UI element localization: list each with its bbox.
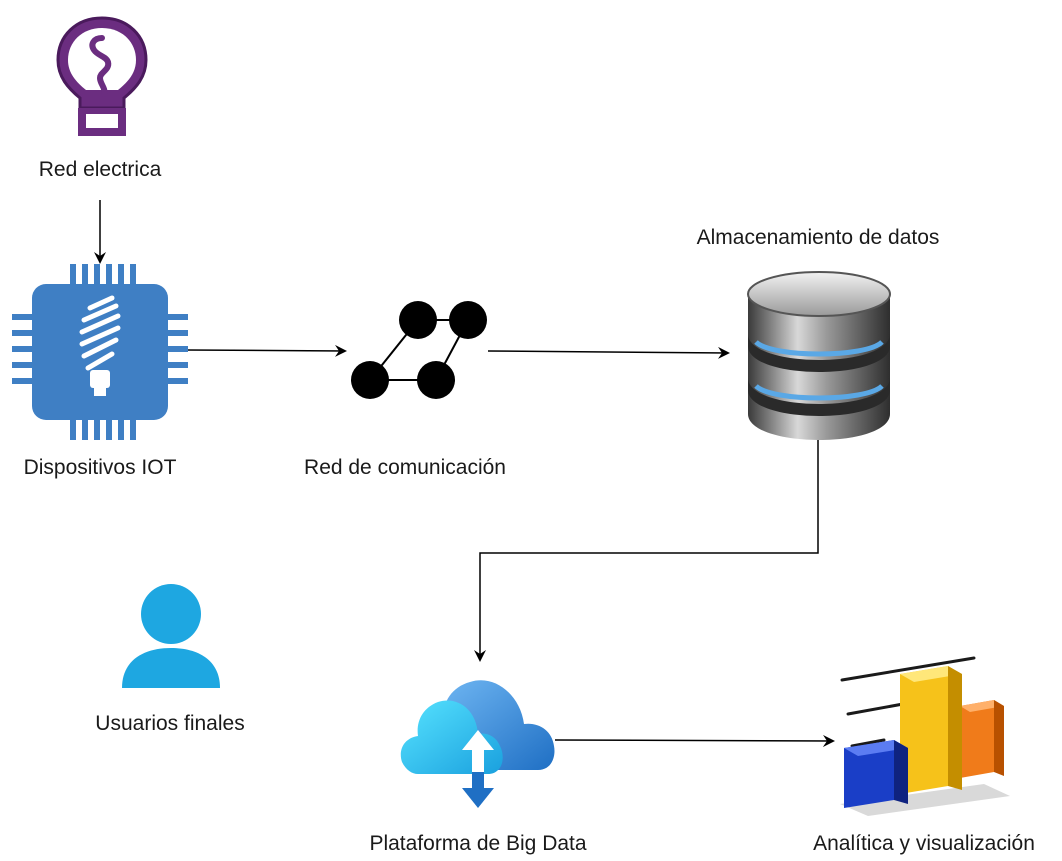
edge-iot-to-network[interactable] [185, 344, 347, 357]
bar-chart-icon[interactable] [834, 652, 1014, 820]
node-label-red-electrica: Red electrica [38, 158, 162, 181]
node-label-plataforma-big-data: Plataforma de Big Data [369, 832, 587, 855]
database-icon[interactable] [742, 268, 896, 442]
iot-chip-icon[interactable] [12, 264, 188, 440]
user-icon[interactable] [118, 580, 224, 690]
network-icon[interactable] [348, 298, 492, 402]
lightbulb-icon[interactable] [52, 10, 152, 140]
node-label-dispositivos-iot: Dispositivos IOT [23, 456, 177, 479]
edge-bigdata-to-analytics[interactable] [554, 734, 835, 747]
node-label-red-comunicacion: Red de comunicación [304, 456, 506, 479]
node-label-usuarios-finales: Usuarios finales [95, 712, 245, 735]
edge-database-to-bigdata[interactable] [474, 440, 819, 662]
node-label-almacenamiento: Almacenamiento de datos [696, 226, 940, 249]
edge-network-to-database[interactable] [487, 346, 730, 359]
cloud-upload-icon[interactable] [398, 664, 558, 814]
node-label-analitica: Analítica y visualización [813, 832, 1035, 855]
